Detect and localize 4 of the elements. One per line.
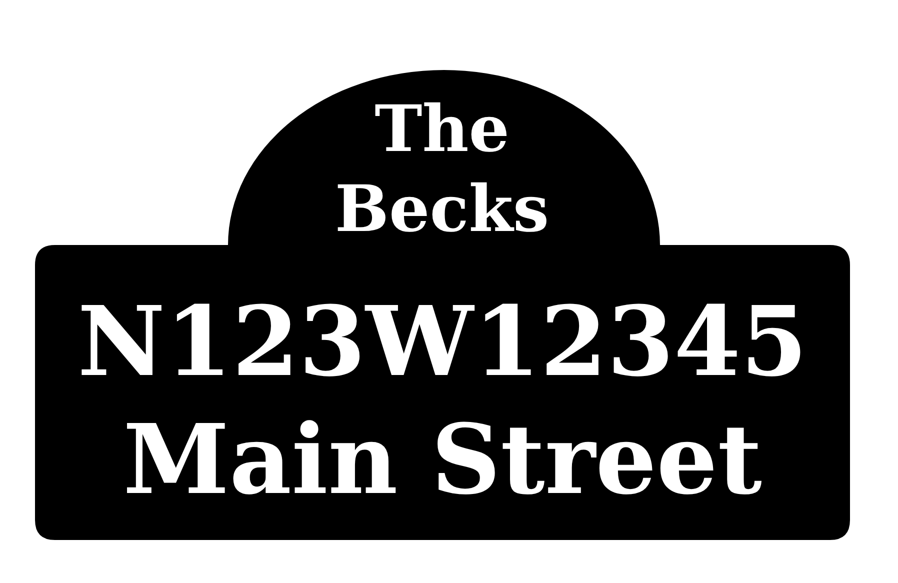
street-name: Main Street xyxy=(122,402,763,518)
sign-plaque xyxy=(35,70,850,540)
family-name: The Becks xyxy=(334,91,550,249)
house-number: N123W12345 xyxy=(76,284,808,400)
